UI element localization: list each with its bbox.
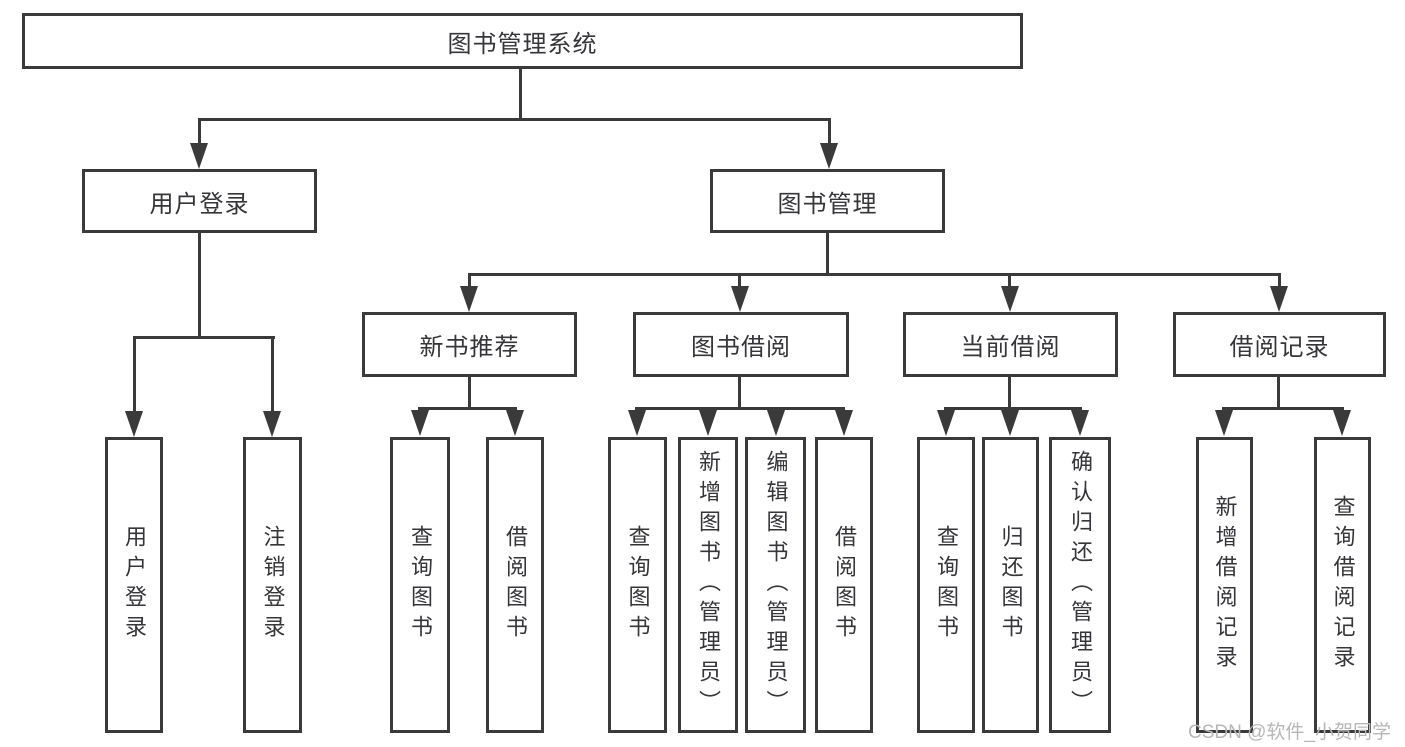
node-label: 确认归还（管理员） [1068, 450, 1093, 720]
leaf-user-login: 用户登录 [105, 437, 163, 733]
leaf-current-query-books: 查询图书 [917, 437, 975, 733]
arrowhead-down-icon [263, 411, 281, 437]
leaf-borrow-edit-books-admin: 编辑图书（管理员） [745, 437, 806, 733]
connector-line [198, 121, 201, 145]
node-label: 新书推荐 [419, 334, 520, 361]
arrowhead-down-icon [125, 411, 143, 437]
leaf-borrow-query-books: 查询图书 [608, 437, 667, 733]
arrowhead-down-icon [937, 410, 955, 436]
connector-line [826, 233, 829, 276]
arrowhead-down-icon [460, 286, 478, 312]
node-label: 借阅图书 [503, 525, 528, 645]
node-label: 归还图书 [998, 525, 1024, 645]
connector-line [1278, 276, 1281, 288]
node-label: 注销登录 [260, 525, 286, 645]
node-label: 借阅图书 [832, 525, 857, 645]
arrowhead-down-icon [1001, 286, 1019, 312]
node-label: 借阅记录 [1229, 334, 1330, 361]
node-label: 用户登录 [122, 525, 147, 645]
connector-line [468, 377, 471, 410]
arrowhead-down-icon [628, 410, 646, 436]
node-label: 查询图书 [934, 525, 959, 645]
node-label: 查询借阅记录 [1330, 495, 1356, 675]
connector-line [418, 407, 517, 410]
connector-line [271, 339, 274, 413]
node-new-book-recommend: 新书推荐 [362, 312, 577, 377]
connector-line [635, 407, 845, 410]
arrowhead-down-icon [820, 143, 838, 169]
node-label: 图书借阅 [691, 334, 791, 361]
node-label: 图书管理系统 [447, 30, 598, 58]
connector-line [1008, 377, 1011, 410]
leaf-records-add-record: 新增借阅记录 [1196, 437, 1253, 733]
connector-line [198, 118, 831, 121]
leaf-logout-login: 注销登录 [243, 437, 302, 733]
arrowhead-down-icon [190, 143, 208, 169]
node-label: 当前借阅 [960, 334, 1061, 361]
arrowhead-down-icon [1071, 410, 1089, 436]
leaf-recommend-query-books: 查询图书 [390, 437, 450, 733]
connector-line [468, 276, 471, 288]
connector-line [944, 407, 1082, 410]
node-library-system: 图书管理系统 [22, 13, 1023, 69]
connector-line [133, 339, 136, 413]
arrowhead-down-icon [731, 286, 749, 312]
leaf-current-return-books: 归还图书 [982, 437, 1039, 733]
node-user-login: 用户登录 [82, 169, 317, 233]
arrowhead-down-icon [699, 410, 717, 436]
arrowhead-down-icon [1270, 286, 1288, 312]
arrowhead-down-icon [1215, 410, 1233, 436]
connector-line [1008, 276, 1011, 288]
connector-line [519, 69, 522, 120]
connector-line [468, 273, 1281, 276]
leaf-borrow-borrow-books: 借阅图书 [815, 437, 873, 733]
arrowhead-down-icon [1333, 410, 1351, 436]
connector-line [738, 276, 741, 288]
leaf-current-confirm-return-admin: 确认归还（管理员） [1049, 437, 1111, 733]
leaf-recommend-borrow-books: 借阅图书 [486, 437, 544, 733]
connector-line [133, 336, 275, 339]
arrowhead-down-icon [1001, 410, 1019, 436]
leaf-records-query-record: 查询借阅记录 [1314, 437, 1371, 733]
node-current-borrow: 当前借阅 [903, 312, 1118, 377]
node-book-borrow: 图书借阅 [633, 312, 849, 377]
connector-line [1277, 377, 1280, 410]
connector-line [738, 377, 741, 410]
node-label: 用户登录 [149, 190, 250, 218]
arrowhead-down-icon [411, 410, 429, 436]
node-label: 图书管理 [777, 190, 878, 218]
arrowhead-down-icon [506, 410, 524, 436]
node-book-management: 图书管理 [710, 169, 945, 233]
node-label: 新增图书（管理员） [696, 450, 721, 720]
connector-line [1222, 407, 1344, 410]
node-label: 查询图书 [408, 525, 433, 645]
leaf-borrow-add-books-admin: 新增图书（管理员） [678, 437, 738, 733]
node-borrow-records: 借阅记录 [1173, 312, 1386, 377]
node-label: 查询图书 [625, 525, 651, 645]
arrowhead-down-icon [767, 410, 785, 436]
node-label: 编辑图书（管理员） [763, 450, 789, 720]
connector-line [198, 233, 201, 339]
csdn-watermark: CSDN @软件_小贺同学 [1188, 722, 1391, 743]
arrowhead-down-icon [835, 410, 853, 436]
connector-line [828, 121, 831, 145]
node-label: 新增借阅记录 [1212, 495, 1238, 675]
